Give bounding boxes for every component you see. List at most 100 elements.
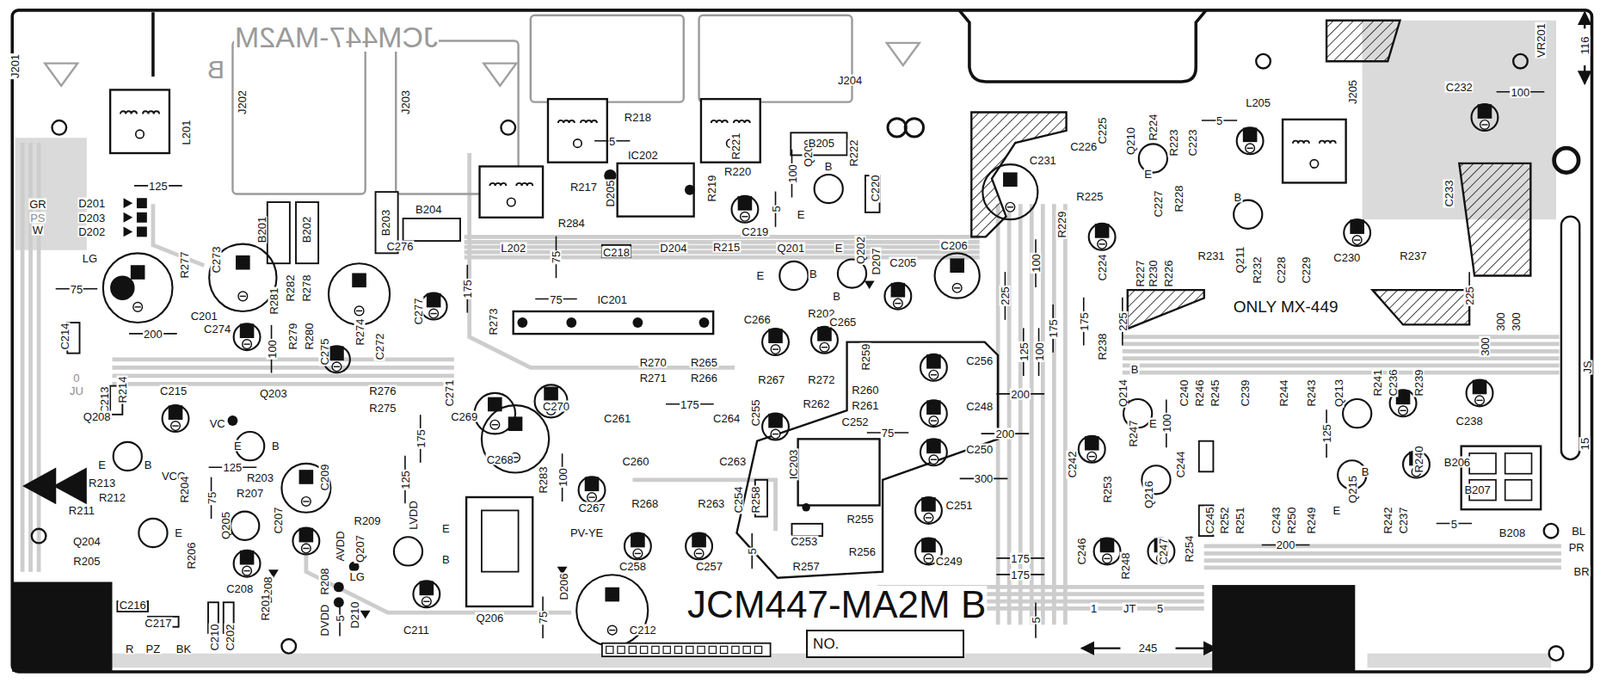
polarity-mark — [770, 344, 781, 355]
part-label: R231 — [1197, 249, 1226, 261]
part-label: R228 — [1173, 184, 1185, 214]
solder-pad — [227, 415, 239, 426]
part-label: 75 — [550, 250, 562, 265]
capacitor-outline — [474, 393, 516, 434]
copper-trace — [464, 234, 980, 240]
polarity-mark — [1352, 235, 1362, 246]
polarity-mark — [333, 366, 340, 368]
solder-pad — [1100, 538, 1115, 554]
solder-pad — [1095, 223, 1110, 239]
transistor-outline — [138, 518, 167, 548]
dimension-arrow — [1583, 12, 1586, 29]
part-label: C268 — [486, 453, 515, 465]
copper-trace — [1122, 334, 1560, 339]
part-label: B201 — [255, 215, 267, 244]
solder-pad — [333, 582, 345, 593]
part-label: E — [173, 527, 184, 539]
part-label: D201 — [77, 197, 106, 210]
part-label: C229 — [1300, 256, 1312, 285]
transistor-outline — [1233, 200, 1262, 229]
part-label: C243 — [1269, 505, 1281, 535]
part-label: C226 — [1069, 140, 1098, 152]
ground-mark — [44, 63, 78, 87]
solder-pad — [926, 439, 942, 455]
solder-pad — [136, 197, 148, 209]
copper-trace — [1122, 356, 1560, 361]
part-label: Q213 — [1333, 378, 1345, 408]
part-label: J205 — [1346, 79, 1358, 105]
part-label: R249 — [1305, 505, 1317, 535]
part-label: LG — [81, 252, 99, 265]
part-label: R266 — [689, 371, 719, 383]
part-label: C253 — [789, 535, 819, 547]
part-label: VR201 — [1535, 23, 1547, 60]
part-label: R212 — [98, 491, 127, 503]
part-label: C228 — [1274, 256, 1287, 285]
pin-pad — [663, 646, 671, 653]
capacitor-outline — [920, 438, 948, 466]
part-label: C238 — [1455, 414, 1484, 426]
part-label: R250 — [1285, 505, 1297, 535]
coil-symbol — [1292, 141, 1310, 144]
solder-pad — [1243, 128, 1258, 143]
mounting-hole — [1544, 523, 1559, 539]
mounting-hole — [1549, 646, 1564, 661]
polarity-mark — [952, 283, 962, 293]
part-label: R247 — [1126, 419, 1139, 449]
transistor-outline — [230, 511, 259, 541]
dimension-arrow — [1583, 65, 1586, 84]
part-label: B — [831, 290, 842, 302]
part-label: C225 — [1096, 116, 1108, 145]
pin-pad — [732, 646, 739, 653]
part-label: 75 — [537, 609, 549, 624]
part-label: R208 — [319, 567, 331, 597]
part-label: E — [97, 458, 107, 470]
part-label: C212 — [628, 623, 658, 635]
part-label: 225 — [1116, 311, 1128, 333]
part-label: JCM447-MA2M B — [686, 585, 987, 624]
part-label: 100 — [1510, 86, 1532, 98]
solder-pad — [240, 550, 255, 566]
part-label: C236 — [1387, 368, 1399, 397]
part-label: C257 — [695, 560, 724, 573]
part-label: B — [824, 160, 834, 173]
solder-pad — [419, 580, 435, 596]
ground-mark — [886, 43, 920, 66]
part-label: 100 — [786, 163, 798, 185]
hatched-area — [971, 112, 1066, 238]
solder-pad — [329, 346, 345, 362]
part-label: E — [796, 209, 807, 221]
part-label: R242 — [1382, 505, 1394, 535]
part-label: 116 — [1579, 36, 1591, 56]
polarity-mark — [242, 339, 253, 350]
part-label: ONLY MX-449 — [1232, 297, 1340, 314]
part-label: Q201 — [775, 242, 806, 254]
part-label: C211 — [402, 623, 431, 635]
part-label: R217 — [569, 181, 598, 193]
part-label: R238 — [1096, 332, 1108, 362]
part-label: Q215 — [1346, 474, 1358, 505]
part-label: C250 — [965, 443, 994, 455]
diode-symbol — [360, 610, 371, 619]
jack-outline — [232, 40, 365, 194]
part-label: D207 — [869, 246, 881, 276]
part-label: IC202 — [627, 149, 659, 161]
part-label: Q208 — [82, 410, 112, 422]
part-label: R — [124, 643, 135, 655]
copper-trace — [111, 373, 454, 378]
part-label: E — [1148, 418, 1158, 430]
part-label: B206 — [1443, 456, 1471, 468]
mounting-hole — [31, 529, 47, 544]
mounting-hole — [51, 120, 67, 136]
part-label: R261 — [850, 399, 880, 411]
capacitor-outline — [915, 497, 942, 524]
part-label: JCM447-MA2M — [233, 22, 439, 52]
mounting-hole — [887, 118, 906, 137]
coil-pin — [573, 139, 582, 148]
part-label: R257 — [792, 560, 821, 573]
part-label: 200 — [995, 428, 1016, 440]
part-label: R246 — [1193, 378, 1205, 407]
copper-trace — [111, 365, 454, 370]
capacitor-outline — [420, 293, 448, 320]
part-label: 175 — [461, 278, 474, 300]
